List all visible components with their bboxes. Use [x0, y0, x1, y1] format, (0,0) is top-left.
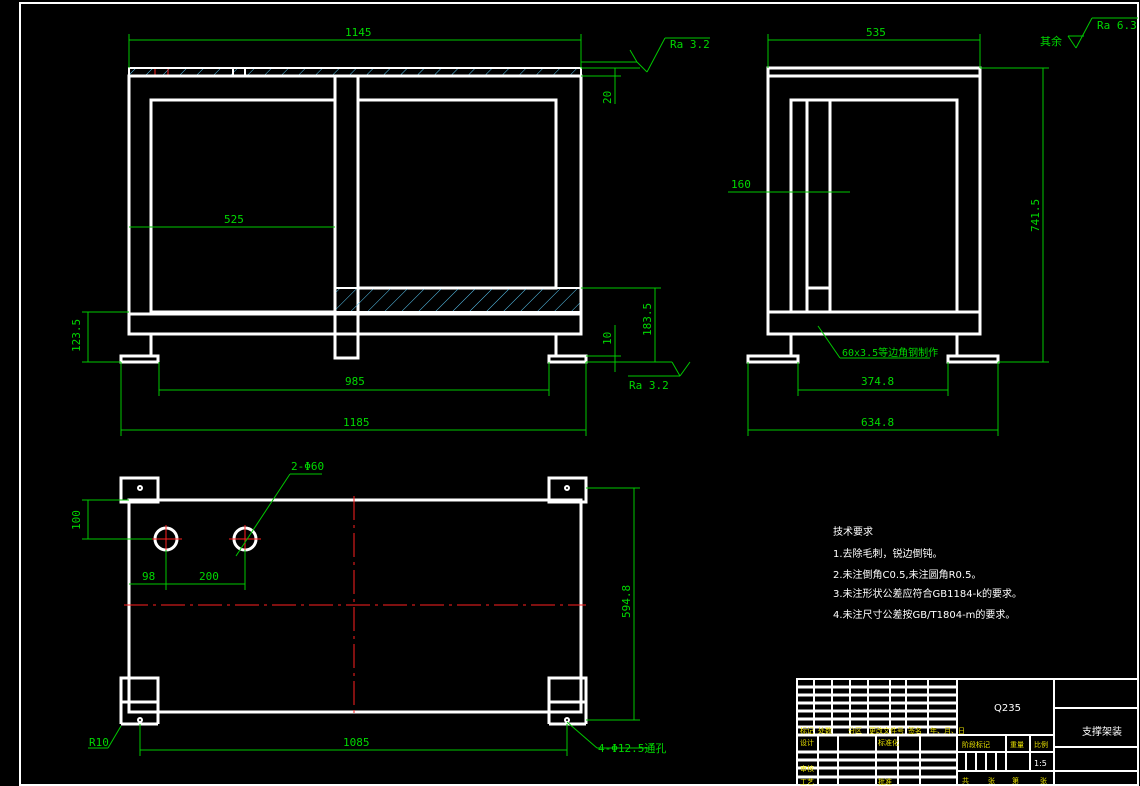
tech-item-4: 4.未注尺寸公差按GB/T1804-m的要求。: [833, 608, 1015, 621]
dim-front-width: 1145: [345, 26, 372, 39]
front-foot-left: [119, 354, 160, 364]
tb-sheet-label2: 张: [1040, 776, 1047, 785]
tb-name: 支撑架装: [1082, 725, 1122, 738]
front-dimensions: 1145 525 985 1185 123.5 183.5 20 10 Ra 3…: [70, 26, 710, 436]
tb-hdr-zone: 分区: [848, 726, 862, 735]
dim-front-total: 1185: [343, 416, 370, 429]
side-note: 60x3.5等边角钢制作: [842, 346, 938, 359]
dim-side-160: 160: [731, 178, 751, 191]
ra-other-label: 其余: [1040, 34, 1062, 48]
front-view: [119, 67, 588, 364]
plan-dimensions: 2-Φ60 100 98 200 594.8 1085 R10 4-Φ12.5通…: [70, 460, 666, 756]
tb-hdr-doc: 更改文件号: [869, 726, 904, 735]
tb-hdr-sign: 签名: [908, 726, 922, 735]
dim-front-foot-span: 985: [345, 375, 365, 388]
dim-front-left-height: 123.5: [70, 319, 83, 352]
dim-side-width: 535: [866, 26, 886, 39]
title-block: 标记 处数 分区 更改文件号 签名 年、月、日 设计 标准化 审核 工艺 批准 …: [796, 678, 1139, 786]
dim-front-right-height: 183.5: [641, 303, 654, 336]
tech-item-1: 1.去除毛刺，锐边倒钝。: [833, 547, 943, 560]
side-foot-left: [746, 354, 800, 364]
tb-scale: 1:5: [1034, 759, 1047, 768]
side-foot-right: [946, 354, 1000, 364]
dim-plan-depth: 594.8: [620, 585, 633, 618]
dim-plan-holes: 2-Φ60: [291, 460, 324, 473]
tb-standard: 标准化: [878, 738, 899, 747]
dim-plan-offset-y: 100: [70, 510, 83, 530]
ra-top: Ra 3.2: [670, 38, 710, 51]
front-foot-right: [547, 354, 588, 364]
tb-sheet-total: 共: [962, 776, 969, 785]
dim-front-foot-thk: 10: [601, 332, 614, 345]
plan-view: [119, 476, 588, 726]
ra-other: Ra 6.3: [1097, 19, 1137, 32]
plan-top-plate: [127, 498, 583, 714]
tb-material: Q235: [994, 703, 1021, 714]
tb-process: 工艺: [800, 778, 814, 786]
dim-front-inner: 525: [224, 213, 244, 226]
tech-item-2: 2.未注倒角C0.5,未注圆角R0.5。: [833, 568, 981, 581]
dim-plan-x2: 200: [199, 570, 219, 583]
dim-plan-corner-r: R10: [89, 736, 109, 749]
dim-plan-x1: 98: [142, 570, 155, 583]
tb-weight-label: 重量: [1010, 741, 1024, 749]
tb-stage-label: 阶段标记: [962, 740, 990, 749]
tech-requirements: 技术要求 1.去除毛刺，锐边倒钝。 2.未注倒角C0.5,未注圆角R0.5。 3…: [833, 525, 1022, 621]
tb-hdr-mark: 标记: [800, 726, 814, 735]
tb-review: 审核: [800, 764, 814, 773]
tb-ratio-label: 比例: [1034, 740, 1048, 749]
tb-hdr-date: 年、月、日: [930, 726, 965, 735]
tech-title: 技术要求: [833, 525, 873, 538]
side-dimensions: 535 741.5 160 60x3.5等边角钢制作 374.8 634.8 其…: [728, 17, 1138, 436]
dim-side-height: 741.5: [1029, 199, 1042, 232]
dim-plan-foot-span: 1085: [343, 736, 370, 749]
dim-plan-foot-holes: 4-Φ12.5通孔: [598, 742, 666, 755]
tb-design: 设计: [800, 738, 814, 747]
dim-side-total: 634.8: [861, 416, 894, 429]
dim-front-top-plate: 20: [601, 91, 614, 104]
tb-approve: 批准: [878, 777, 892, 786]
side-view: [746, 66, 1000, 364]
tb-sheet-label: 张: [988, 776, 995, 785]
tb-hdr-count: 处数: [818, 726, 832, 735]
ra-bottom: Ra 3.2: [629, 379, 669, 392]
dim-side-foot-span: 374.8: [861, 375, 894, 388]
front-hatched-bar: [334, 287, 582, 313]
tb-sheet-no: 第: [1012, 776, 1019, 785]
drawing-frame: [19, 2, 1139, 786]
tech-item-3: 3.未注形状公差应符合GB1184-k的要求。: [833, 587, 1022, 600]
